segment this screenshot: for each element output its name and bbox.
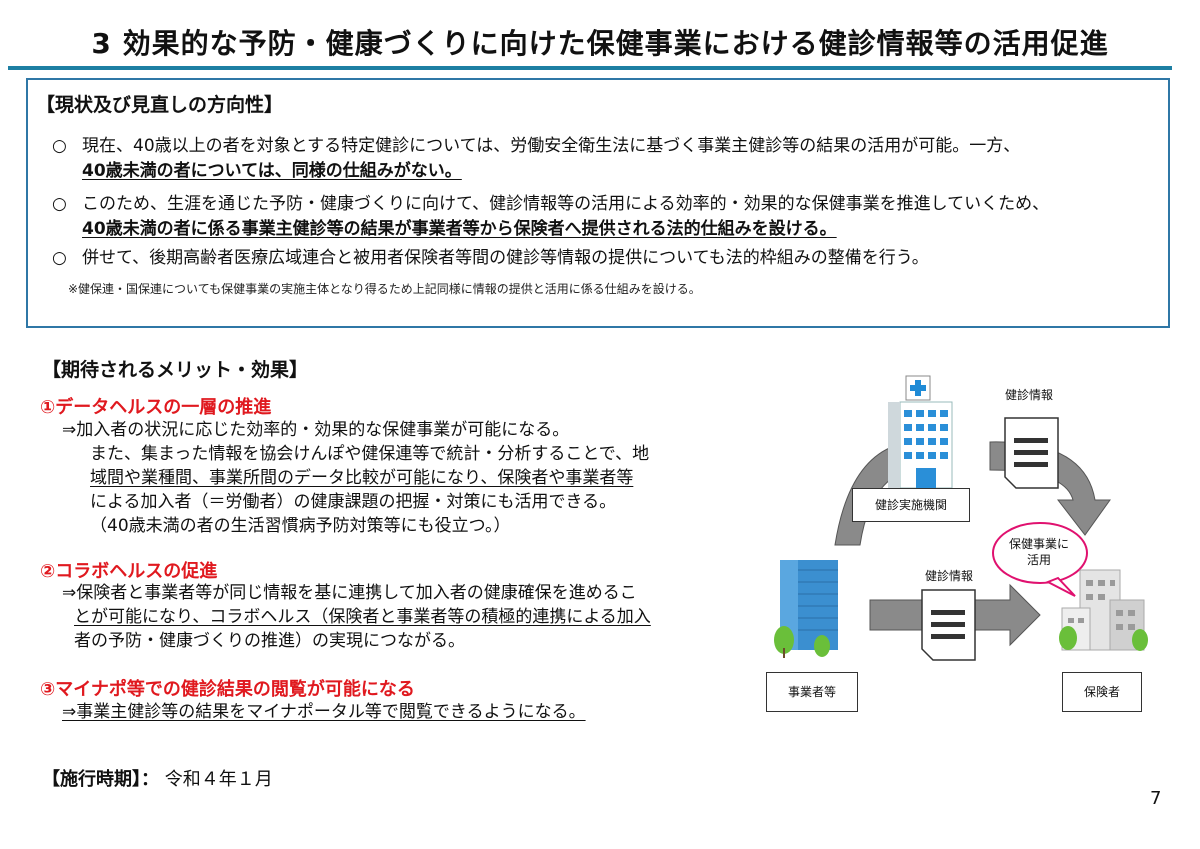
status-note: ※健保連・国保連についても保健事業の実施主体となり得るため上記同様に情報の提供と… xyxy=(68,282,701,296)
merit-2-line-3: 者の予防・健康づくりの推進）の実現につながる。 xyxy=(74,631,465,651)
bubble-text: 保健事業に活用 xyxy=(1008,537,1069,567)
bullet-mark: ○ xyxy=(52,248,67,268)
bullet-mark: ○ xyxy=(52,136,67,156)
doc-label-top: 健診情報 xyxy=(994,384,1064,408)
employer-label: 事業者等 xyxy=(766,672,858,712)
enactment: 【施行時期】： 令和４年１月 xyxy=(42,765,273,791)
status-heading: 【現状及び見直しの方向性】 xyxy=(36,94,284,116)
status-bullet-1-line2: 40歳未満の者については、同様の仕組みがない。 xyxy=(82,161,462,181)
merits-heading: 【期待されるメリット・効果】 xyxy=(42,359,309,381)
speech-bubble-icon xyxy=(992,522,1088,597)
page-title: 3 効果的な予防・健康づくりに向けた保健事業における健診情報等の活用促進 xyxy=(91,27,1109,60)
office-building-icon xyxy=(774,560,838,658)
flow-diagram: 健診情報 健診情報 保健事業に活用 健診実施機関 事業者等 保険者 xyxy=(740,370,1180,730)
merit-1-line-4: による加入者（＝労働者）の健康課題の把握・対策にも活用できる。 xyxy=(90,492,617,512)
merit-1-line-5: （40歳未満の者の生活習慣病予防対策等にも役立つ。） xyxy=(90,516,511,536)
status-box: 【現状及び見直しの方向性】 ○ 現在、40歳以上の者を対象とする特定健診について… xyxy=(26,78,1170,328)
doc-label-middle: 健診情報 xyxy=(914,566,984,588)
merit-2-line-2: とが可能になり、コラボヘルス（保険者と事業者等の積極的連携による加入 xyxy=(74,607,651,627)
merit-1-line-3: 域間や業種間、事業所間のデータ比較が可能になり、保険者や事業者等 xyxy=(90,468,634,488)
merit-2-line-1: ⇒保険者と事業者等が同じ情報を基に連携して加入者の健康確保を進めるこ xyxy=(62,583,637,603)
status-bullet-3-line1: 併せて、後期高齢者医療広域連合と被用者保険者等間の健診等情報の提供についても法的… xyxy=(82,248,929,268)
merit-3-heading: ③マイナポ等での健診結果の閲覧が可能になる xyxy=(40,679,415,700)
merit-2-heading: ②コラボヘルスの促進 xyxy=(40,561,218,582)
bullet-mark: ○ xyxy=(52,194,67,214)
title-underline xyxy=(8,66,1172,70)
status-bullet-2-line1: このため、生涯を通じた予防・健康づくりに向けて、健診情報等の活用による効率的・効… xyxy=(82,194,1050,214)
enactment-label: 【施行時期】： xyxy=(42,769,159,790)
merit-1-line-2: また、集まった情報を協会けんぽや健保連等で統計・分析することで、地 xyxy=(90,444,650,464)
merit-1-line-1: ⇒加入者の状況に応じた効率的・効果的な保健事業が可能になる。 xyxy=(62,420,570,440)
enactment-value: 令和４年１月 xyxy=(164,769,273,790)
insurer-label: 保険者 xyxy=(1062,672,1142,712)
merit-1-heading: ①データヘルスの一層の推進 xyxy=(40,397,272,418)
insurer-buildings-icon xyxy=(1059,569,1148,651)
status-bullet-2-line2: 40歳未満の者に係る事業主健診等の結果が事業者等から保険者へ提供される法的仕組み… xyxy=(82,219,837,239)
status-bullet-1-line1: 現在、40歳以上の者を対象とする特定健診については、労働安全衛生法に基づく事業主… xyxy=(82,136,1021,156)
institution-label: 健診実施機関 xyxy=(852,488,970,522)
health-info-document-icon-top xyxy=(1004,417,1059,489)
health-info-document-icon-middle xyxy=(921,589,976,661)
merit-3-line-1: ⇒事業主健診等の結果をマイナポータル等で閲覧できるようになる。 xyxy=(62,702,586,722)
hospital-building-icon xyxy=(888,375,953,489)
page-number: 7 xyxy=(1150,788,1162,809)
